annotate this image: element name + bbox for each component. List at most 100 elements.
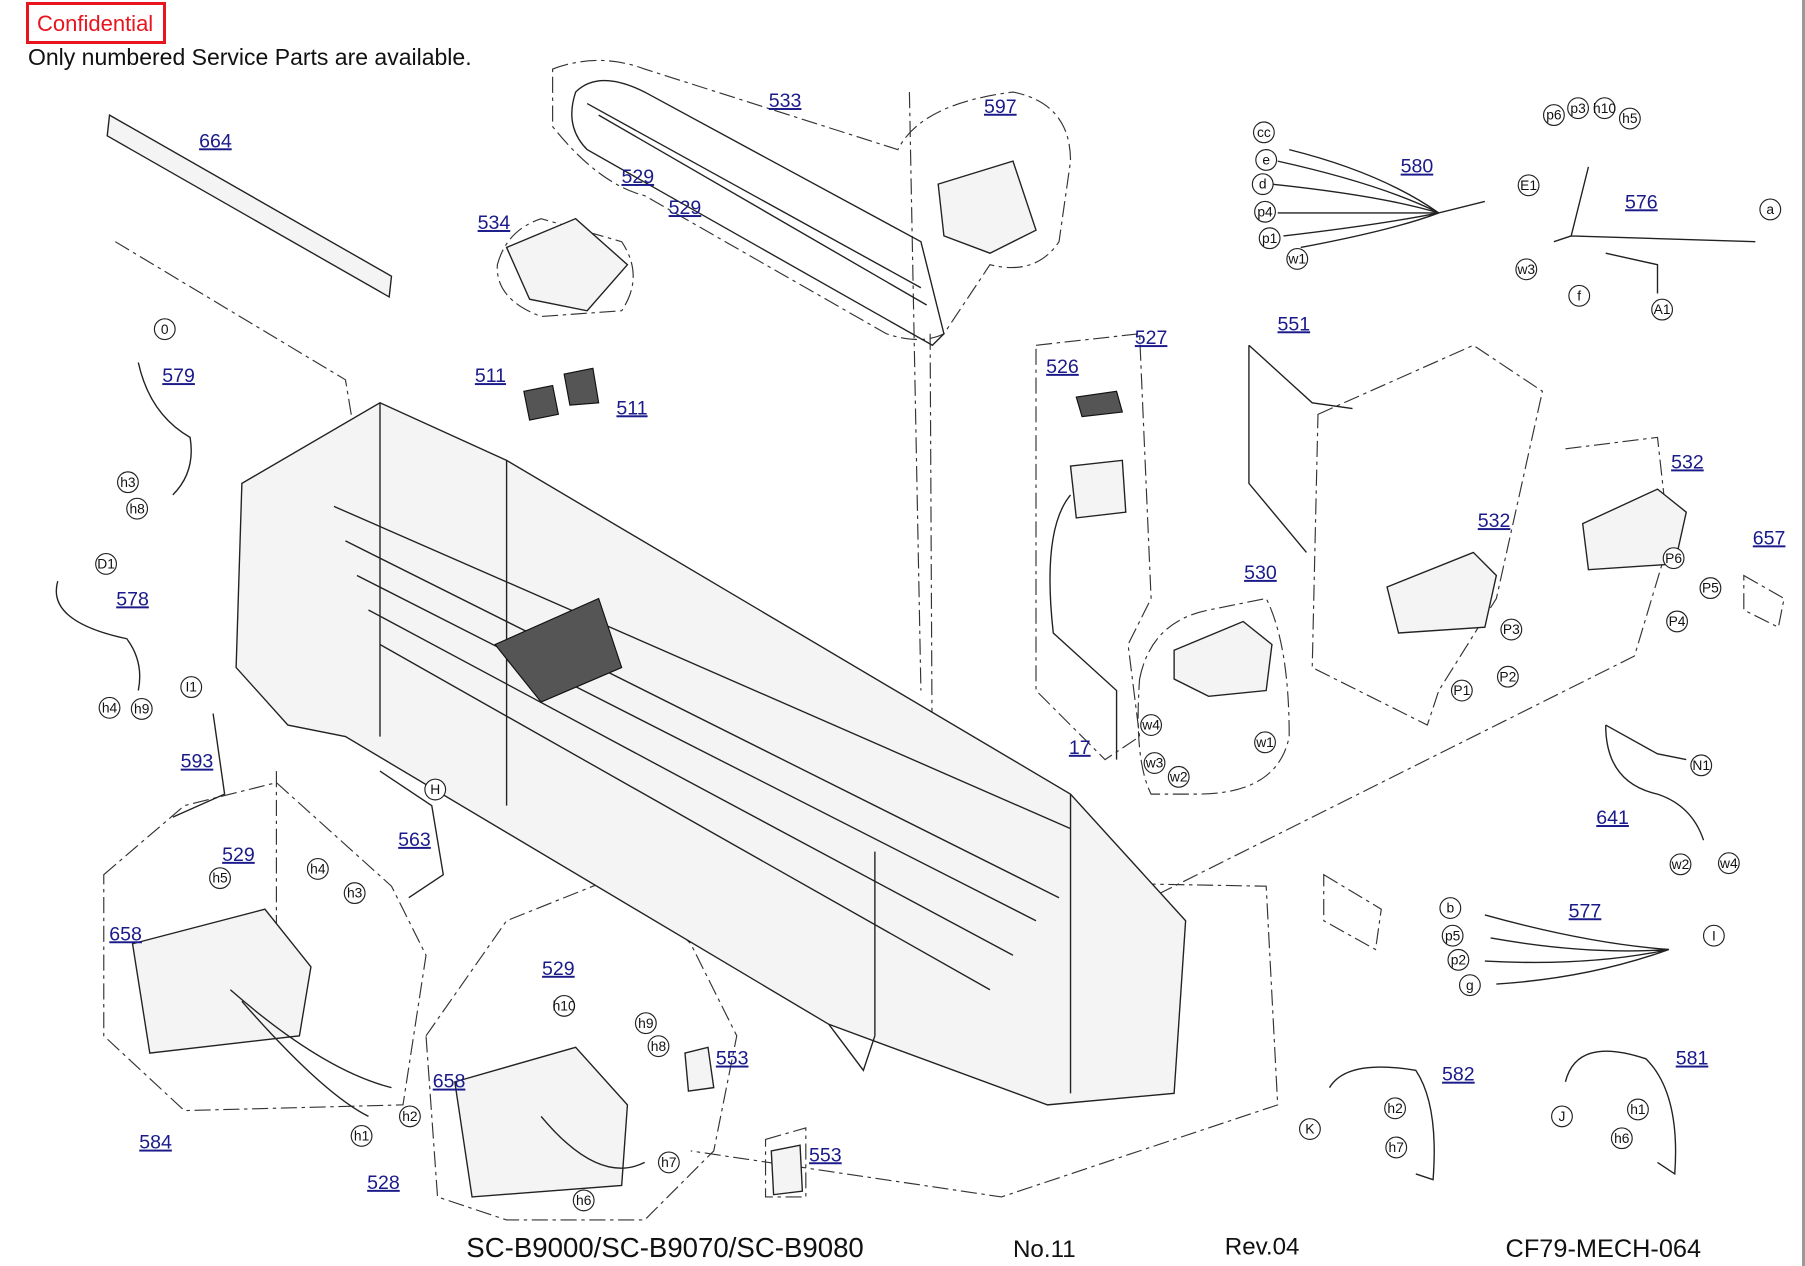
- callout-circle: [657, 1151, 680, 1174]
- callout-circle: [1610, 1127, 1633, 1150]
- connector-callout: h3: [117, 471, 139, 494]
- callout-label: P3: [1503, 621, 1520, 637]
- connector-callout: h6: [572, 1189, 595, 1212]
- callout-label: h10: [1593, 100, 1616, 116]
- callout-label: h10: [553, 997, 576, 1013]
- callout-label: w2: [1671, 856, 1690, 872]
- connector-callout: P6: [1662, 547, 1685, 570]
- part-number-label: 530: [1244, 562, 1277, 584]
- callout-label: K: [1305, 1121, 1315, 1137]
- part-number-label: 593: [181, 751, 214, 773]
- callout-circle: [1140, 714, 1163, 737]
- part-number-label: 529: [621, 166, 654, 188]
- part-number-label: 579: [162, 365, 195, 387]
- connector-callout: w1: [1254, 731, 1276, 754]
- connector-callout: h9: [634, 1012, 657, 1035]
- callout-circle: [130, 698, 153, 720]
- callout-circle: [1254, 731, 1276, 754]
- callout-label: h5: [212, 870, 228, 886]
- callout-label: h8: [651, 1038, 667, 1054]
- callout-label: h9: [638, 1015, 654, 1031]
- callout-label: p3: [1570, 100, 1586, 116]
- callout-label: e: [1262, 152, 1270, 168]
- connector-callout: d: [1251, 173, 1274, 196]
- part-number-label: 529: [669, 197, 702, 219]
- callout-circle: [1626, 1098, 1649, 1121]
- callout-label: h5: [1622, 110, 1638, 126]
- callout-circle: [1143, 752, 1166, 774]
- connector-callout: g: [1458, 974, 1481, 997]
- callout-label: p1: [1262, 230, 1277, 246]
- callout-circle: [1255, 149, 1278, 171]
- part-number-label: 529: [222, 844, 255, 866]
- callout-label: P4: [1669, 613, 1686, 629]
- callout-label: cc: [1257, 124, 1271, 140]
- part-number-label: 551: [1277, 313, 1310, 335]
- part-number-label: 657: [1753, 527, 1786, 549]
- callout-label: J: [1559, 1108, 1566, 1124]
- callout-label: E1: [1520, 177, 1537, 193]
- connector-callout: w2: [1167, 765, 1190, 788]
- callout-label: 0: [161, 321, 169, 337]
- connector-callout: h2: [1384, 1097, 1407, 1120]
- part-number-label: 532: [1478, 510, 1511, 532]
- connector-callout: w1: [1286, 248, 1309, 270]
- callout-circle: [572, 1189, 595, 1212]
- connector-callout: h5: [1618, 107, 1641, 130]
- callout-label: h6: [1614, 1130, 1630, 1146]
- callout-label: h6: [576, 1192, 592, 1208]
- callout-label: w4: [1719, 855, 1738, 871]
- callout-label: D1: [97, 556, 115, 572]
- callout-circle: [1515, 258, 1538, 281]
- callout-label: P2: [1499, 668, 1516, 684]
- callout-circle: [126, 497, 149, 520]
- connector-callout: P5: [1699, 577, 1722, 600]
- part-number-label: 511: [616, 397, 647, 419]
- connector-callout: h1: [1626, 1098, 1649, 1121]
- part-number-label: 526: [1046, 356, 1079, 378]
- connector-callout: I: [1702, 924, 1725, 947]
- callout-circle: [343, 882, 366, 905]
- callout-circle: [1447, 948, 1470, 971]
- part-number-label: 641: [1596, 807, 1629, 829]
- callout-label: w2: [1169, 768, 1188, 784]
- part-number-label: 576: [1625, 191, 1658, 213]
- callout-circle: [1702, 924, 1725, 947]
- callout-circle: [306, 858, 329, 880]
- callout-label: w1: [1287, 251, 1306, 267]
- callout-circle: [553, 994, 576, 1017]
- part-number-label: 563: [398, 829, 431, 851]
- callout-circle: [1593, 97, 1616, 120]
- callout-circle: [95, 553, 118, 575]
- connector-callout: p1: [1258, 227, 1281, 250]
- callout-circle: [1699, 577, 1722, 600]
- connector-callout: a: [1759, 198, 1782, 221]
- part-number-label: 533: [769, 90, 802, 112]
- part-number-label: 658: [433, 1071, 466, 1093]
- callout-circle: [1567, 97, 1590, 120]
- connector-callout: A1: [1651, 298, 1674, 321]
- callout-circle: [1298, 1118, 1321, 1140]
- callout-label: w3: [1516, 261, 1535, 277]
- callout-circle: [1690, 754, 1713, 777]
- connector-callout: K: [1298, 1118, 1321, 1140]
- confidential-stamp: Confidential: [26, 2, 167, 44]
- callout-circle: [1669, 853, 1692, 876]
- callout-circle: [1254, 200, 1276, 223]
- callout-circle: [180, 676, 203, 699]
- connector-callout: w3: [1515, 258, 1538, 281]
- connector-callout: w4: [1140, 714, 1163, 737]
- part-number-label: 664: [199, 130, 232, 152]
- callout-label: w3: [1145, 755, 1164, 771]
- connector-callout: h8: [126, 497, 149, 520]
- callout-circle: [209, 867, 231, 890]
- page-number: No.11: [1013, 1236, 1076, 1263]
- part-number-label: 584: [139, 1132, 172, 1154]
- part-number-label: 553: [809, 1144, 842, 1166]
- callout-label: H: [430, 781, 440, 797]
- connector-callout: h10: [553, 994, 576, 1017]
- part-number-label: 534: [478, 212, 511, 234]
- callout-label: p2: [1451, 951, 1466, 967]
- part-number-label: 580: [1401, 156, 1434, 178]
